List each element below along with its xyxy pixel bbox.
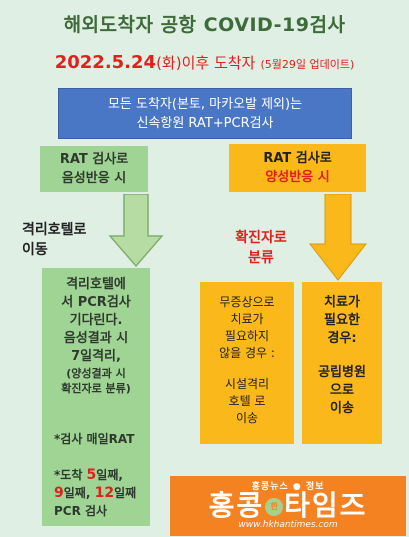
hk-han-times-logo: 홍콩뉴스 ● 정보 홍콩 한 타임즈 www.hkhantimes.com: [170, 476, 406, 536]
negative-box: RAT 검사로 음성반응 시: [40, 146, 148, 192]
visit-suffix: 일째: [114, 486, 137, 500]
treat-line: 경우:: [327, 331, 357, 346]
all-arrivals-line: 모든 도착자(본토, 마카오발 제외)는: [107, 97, 303, 112]
hotel-label-line: 이동: [22, 242, 48, 258]
date-weekday: (화): [156, 54, 182, 72]
all-arrivals-box: 모든 도착자(본토, 마카오발 제외)는 신속항원 RAT+PCR검사: [58, 88, 352, 139]
confirmed-label-line: 확진자로: [235, 230, 287, 246]
hotel-box-line: 서 PCR검사: [61, 295, 131, 310]
positive-line: 양성반응 시: [265, 170, 330, 185]
rat-daily-note: *검사 매일RAT: [54, 432, 135, 446]
pcr-schedule-note: *도착 5일째, 9일째, 12일째 PCR 검사: [54, 466, 166, 520]
logo-tagline: 홍콩뉴스 ● 정보: [251, 482, 325, 492]
hotel-quarantine-box: 격리호텔에 서 PCR검사 기다린다. 음성결과 시 7일격리, (양성결과 시…: [42, 268, 150, 526]
visit-tail: PCR 검사: [54, 504, 108, 518]
mild-line: 이송: [235, 411, 259, 425]
mild-line: 필요하지: [224, 329, 270, 343]
visit-day: 9: [54, 485, 64, 501]
treat-line: 으로: [330, 383, 354, 398]
mild-line: 치료가: [230, 312, 264, 326]
treat-line: 필요한: [324, 313, 360, 328]
confirmed-label: 확진자로 분류: [226, 228, 296, 268]
visit-prefix: *도착: [54, 468, 87, 482]
logo-dot-icon: 한: [265, 498, 284, 516]
page-title: 해외도착자 공항 COVID-19검사: [63, 14, 346, 36]
hotel-label-line: 격리호텔로: [22, 222, 87, 238]
date-main: 2022.5.24: [54, 52, 157, 73]
date-line: 2022.5.24(화)이후 도착자 (5월29일 업데이트): [0, 52, 409, 73]
mild-case-box: 무증상으로 치료가 필요하지 않을 경우 : 시설격리 호텔 로 이송: [200, 282, 294, 444]
hotel-box-note: (양성결과 시: [66, 367, 126, 380]
treat-line: 공립병원: [318, 365, 366, 380]
hotel-label: 격리호텔로 이동: [22, 220, 118, 260]
confirmed-label-line: 분류: [248, 250, 274, 266]
logo-text-left: 홍콩: [208, 489, 265, 522]
down-arrow-icon: [108, 194, 164, 268]
all-arrivals-line: 신속항원 RAT+PCR검사: [136, 116, 274, 131]
positive-line: RAT 검사로: [263, 151, 332, 166]
positive-box: RAT 검사로 양성반응 시: [229, 144, 366, 192]
mild-line: 않을 경우 :: [219, 346, 275, 360]
negative-line: 음성반응 시: [61, 171, 127, 186]
date-text: 이후 도착자: [181, 54, 256, 72]
hotel-box-note: 확진자로 분류): [61, 382, 131, 395]
mild-line: 호텔 로: [228, 394, 266, 408]
hotel-box-line: 기다린다.: [69, 313, 123, 328]
spacer: [200, 362, 294, 376]
treat-line: 치료가: [324, 295, 360, 310]
hotel-box-line: 격리호텔에: [66, 277, 126, 292]
logo-dot-text: 한: [270, 502, 278, 511]
logo-text-right: 타임즈: [284, 489, 368, 522]
negative-line: RAT 검사로: [59, 152, 129, 167]
mild-line: 시설격리: [224, 377, 270, 391]
visit-day: 5: [86, 467, 97, 483]
spacer: [302, 348, 382, 364]
visit-suffix: 일째,: [96, 468, 123, 482]
treatment-box: 치료가 필요한 경우: 공립병원 으로 이송: [302, 282, 382, 444]
down-arrow-icon: [308, 194, 368, 281]
date-update: (5월29일 업데이트): [260, 58, 355, 71]
logo-wordmark: 홍콩 한 타임즈: [170, 490, 406, 522]
visit-day: 12: [94, 485, 115, 501]
visit-suffix: 일째,: [63, 486, 95, 500]
treat-line: 이송: [330, 401, 354, 416]
logo-url: www.hkhantimes.com: [238, 520, 338, 530]
hotel-box-line: 음성결과 시: [63, 331, 129, 346]
hotel-box-line: 7일격리,: [71, 349, 121, 364]
mild-line: 무증상으로: [219, 295, 275, 309]
